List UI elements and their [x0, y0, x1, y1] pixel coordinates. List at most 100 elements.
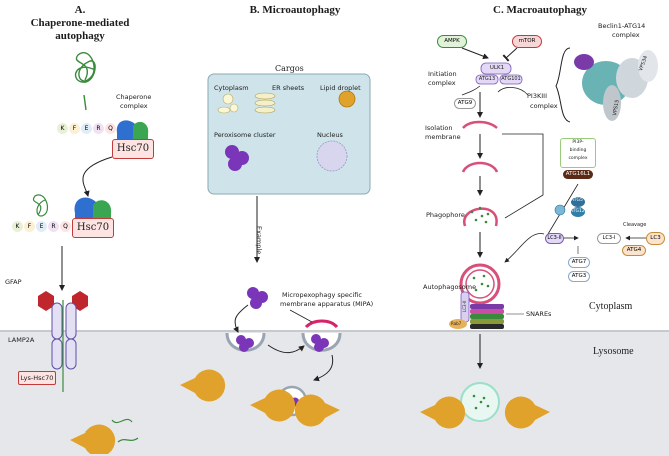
- cargo-er-sheets: ER sheets: [272, 84, 305, 92]
- lysozyme-b1: [250, 389, 296, 422]
- kferq-r: R: [93, 123, 104, 134]
- lysozyme-b2: [294, 394, 340, 427]
- chaperone-label-1: Chaperone: [116, 93, 152, 101]
- cargo-cytoplasm: Cytoplasm: [214, 84, 249, 92]
- ampk-pill: AMPK: [437, 35, 467, 48]
- gfap-hexagon-1: [38, 291, 54, 311]
- er-sheets-icon: [254, 92, 276, 114]
- lc3ii-vertical-label: LC3-II: [462, 300, 467, 312]
- pi3p-line-3: complex: [568, 156, 588, 161]
- atg9-pill: ATG9: [454, 98, 476, 109]
- cytoplasm-icon: [217, 93, 239, 114]
- arrow-cma-1: [82, 156, 113, 197]
- lysozyme-c2: [504, 396, 550, 429]
- ulk1-complex: [475, 62, 523, 85]
- snares-label: SNAREs: [526, 310, 552, 318]
- chaperone-complex-top: [116, 120, 149, 139]
- arrow-ampk: [461, 47, 489, 60]
- atg5-label: ATG5: [571, 198, 583, 203]
- beclin-label-1: Beclin1-ATG14: [598, 22, 646, 30]
- panel-c-title: C. Macroautophagy: [493, 4, 587, 16]
- lysosome-label: Lysosome: [593, 346, 634, 357]
- lysozyme-a1: [180, 369, 226, 402]
- cargo-peroxisome: Peroxisome cluster: [214, 131, 276, 139]
- kferq-r-2: R: [48, 221, 59, 232]
- initiation-label-1: Initiation: [428, 70, 457, 78]
- lc3i-pill: LC3-I: [597, 233, 621, 244]
- beclin-brace: [555, 47, 571, 123]
- cargos-title: Cargos: [275, 64, 304, 73]
- arrow-micro-3: [313, 354, 334, 382]
- isolation-label-2: membrane: [425, 133, 461, 141]
- peroxisome-in-invagination: [236, 335, 254, 352]
- pi3k-label: PI3KIII: [527, 92, 547, 100]
- panel-a-letter: A.: [74, 4, 86, 16]
- inhibit-mtor: [502, 47, 518, 62]
- panel-a-subtitle-1: Chaperone-mediated: [30, 17, 130, 29]
- hsc70-box-top: Hsc70: [112, 139, 154, 159]
- snare-bundle: [470, 304, 504, 329]
- panel-a-subtitle-2: autophagy: [55, 30, 105, 42]
- example-label: Example: [255, 226, 263, 255]
- atg101-label: ATG101: [501, 76, 521, 82]
- mtor-pill: mTOR: [512, 35, 542, 48]
- kferq-k: K: [57, 123, 68, 134]
- unfolded-protein-mid: [32, 194, 48, 217]
- unfolded-protein-top: [74, 52, 96, 111]
- mipa-label-2: membrane apparatus (MIPA): [280, 300, 374, 308]
- hsc70-box-mid: Hsc70: [72, 218, 114, 238]
- pi3p-binding-box: PI3P- binding complex: [560, 138, 596, 168]
- ulk1-label: ULK1: [489, 65, 505, 71]
- atg13-label: ATG13: [478, 76, 496, 82]
- kferq-e-2: E: [36, 221, 47, 232]
- lamp2a-label: LAMP2A: [8, 336, 35, 344]
- autophagosome-cargo: [472, 274, 490, 292]
- arrow-micro-1: [233, 304, 249, 333]
- arrow-micro-2: [267, 344, 305, 354]
- mipa-pointer: [289, 309, 313, 323]
- rab7-label: Rab7: [451, 321, 462, 326]
- phagophore-label: Phagophore: [426, 211, 465, 219]
- phagophore-membrane: [463, 207, 498, 227]
- peroxisome-in-mipa: [311, 334, 329, 352]
- rab7: [449, 319, 467, 329]
- kferq-q-2: Q: [60, 221, 71, 232]
- beclin-label-2: complex: [612, 31, 640, 39]
- beclin1-atg14-complex: [574, 50, 658, 121]
- lc3-pill: LC3: [646, 232, 665, 245]
- autophagosome-label: Autophagosome: [423, 283, 477, 291]
- kferq-q: Q: [105, 123, 116, 134]
- kferq-f-2: F: [24, 221, 35, 232]
- cleavage-label: Cleavage: [623, 222, 647, 228]
- peroxisome-cluster-icon: [225, 145, 249, 171]
- chaperone-label-2: complex: [120, 102, 148, 110]
- nucleus-icon: [316, 140, 348, 172]
- atg7-pill: ATG7: [568, 257, 590, 268]
- lamp2a-channel: [51, 302, 77, 370]
- kferq-k-2: K: [12, 221, 23, 232]
- phagophore-cargo: [470, 206, 490, 224]
- isolation-label-1: Isolation: [425, 124, 453, 132]
- pi3p-line-2: binding: [569, 148, 587, 153]
- atg4-pill: ATG4: [622, 245, 646, 256]
- lys-hsc70-box: Lys-Hsc70: [18, 371, 56, 385]
- kferq-f: F: [69, 123, 80, 134]
- pi3p-line-1: PI3P-: [572, 140, 584, 145]
- gfap-label: GFAP: [5, 278, 22, 286]
- lc3ii-pill: LC3-II: [545, 233, 564, 244]
- cargo-nucleus: Nucleus: [317, 131, 343, 139]
- mipa-membrane: [304, 319, 339, 329]
- atg16l1-pill: ATG16L1: [563, 170, 593, 179]
- pi3k-label-2: complex: [530, 102, 558, 110]
- chaperone-complex-mid: [74, 197, 112, 220]
- kferq-e: E: [81, 123, 92, 134]
- panel-b-title: B. Microautophagy: [249, 4, 341, 16]
- cargo-lipid-droplet: Lipid droplet: [320, 84, 361, 92]
- lysozyme-a2: [70, 424, 116, 454]
- membrane-stage-2: [461, 161, 499, 173]
- atg3-pill: ATG3: [568, 271, 590, 282]
- peroxisome-example: [247, 287, 268, 309]
- atg12-label: ATG12: [570, 209, 585, 214]
